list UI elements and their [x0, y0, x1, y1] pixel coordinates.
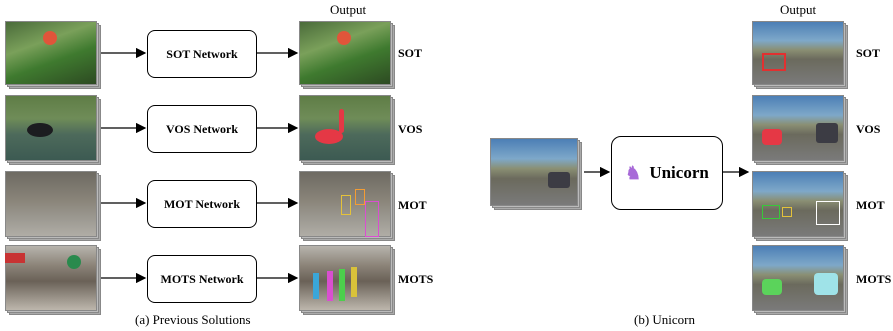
caption-previous-solutions: (a) Previous Solutions	[135, 312, 251, 327]
unicorn-output-vos	[752, 95, 848, 165]
unicorn-task-mots: MOTS	[856, 272, 892, 286]
output-image-vos	[299, 95, 395, 165]
unicorn-model-label: Unicorn	[649, 163, 709, 182]
input-image-sot	[5, 21, 101, 89]
mot-network-box: MOT Network	[147, 180, 257, 228]
right-output-header: Output	[780, 2, 817, 17]
task-label-sot: SOT	[398, 46, 423, 60]
task-label-vos: VOS	[398, 122, 423, 136]
unicorn-output-mots	[752, 245, 848, 315]
unicorn-input-image	[490, 138, 582, 210]
task-label-mots: MOTS	[398, 272, 434, 286]
unicorn-task-vos: VOS	[856, 122, 881, 136]
vos-network-box: VOS Network	[147, 105, 257, 153]
unicorn-output-mot	[752, 171, 848, 241]
unicorn-task-sot: SOT	[856, 46, 881, 60]
output-image-mot	[299, 171, 395, 241]
output-image-sot	[299, 21, 395, 89]
unicorn-model-box: ♞ Unicorn	[611, 136, 723, 210]
unicorn-icon: ♞	[625, 162, 642, 183]
left-output-header: Output	[330, 2, 367, 17]
input-image-mot	[5, 171, 101, 241]
unicorn-task-mot: MOT	[856, 198, 885, 212]
mots-network-box: MOTS Network	[147, 255, 257, 303]
output-image-mots	[299, 245, 395, 315]
input-image-vos	[5, 95, 101, 165]
caption-unicorn: (b) Unicorn	[634, 312, 696, 327]
input-image-mots	[5, 245, 101, 315]
sot-network-box: SOT Network	[147, 30, 257, 78]
task-label-mot: MOT	[398, 198, 427, 212]
unicorn-output-sot	[752, 21, 848, 89]
